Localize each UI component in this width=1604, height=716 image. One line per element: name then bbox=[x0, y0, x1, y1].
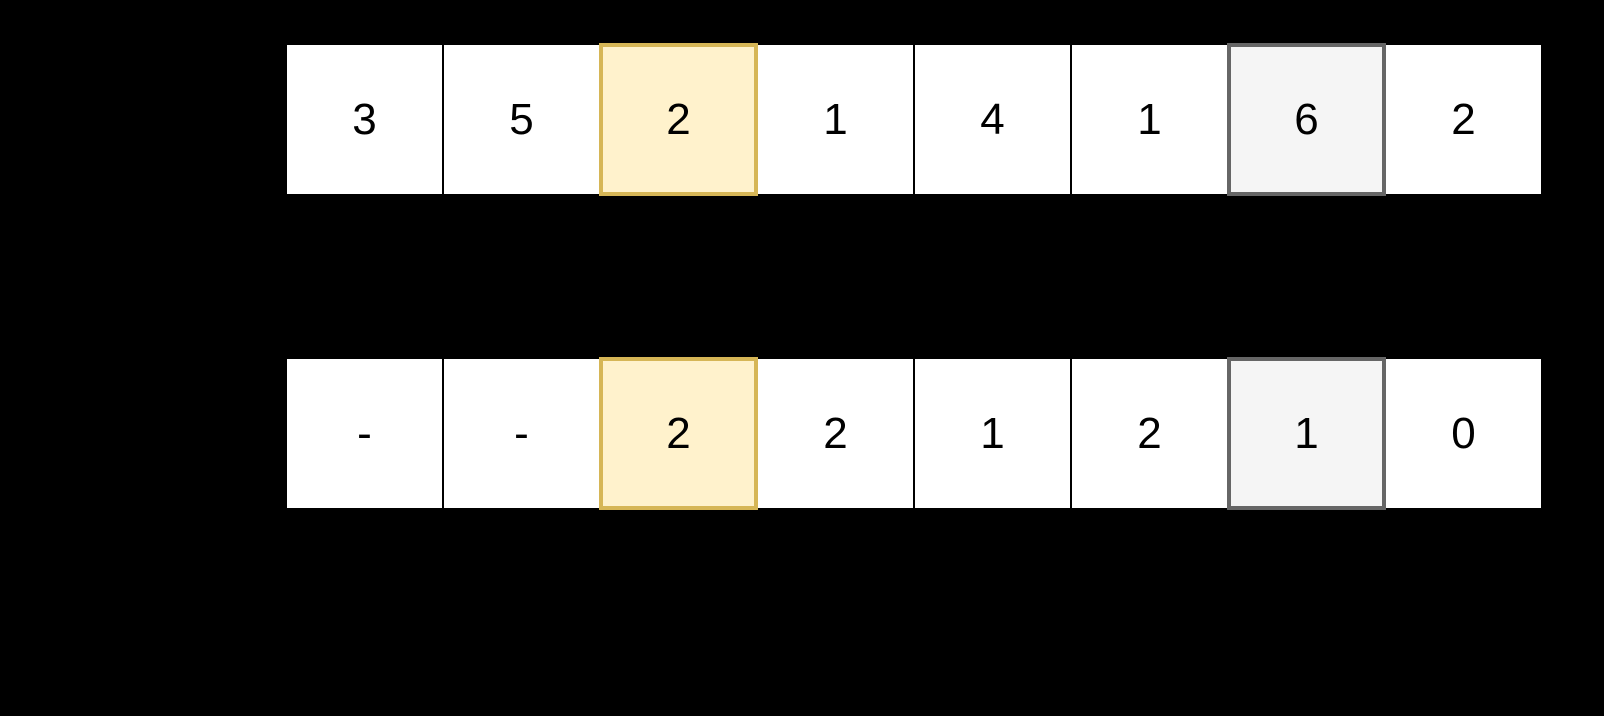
array-cell[interactable]: 3 bbox=[285, 43, 444, 196]
array-cell[interactable]: 1 bbox=[1070, 43, 1229, 196]
input-array-row: 3 5 2 1 4 1 6 2 bbox=[285, 43, 1543, 196]
array-cell-value: 1 bbox=[980, 408, 1005, 458]
array-cell-value: 1 bbox=[1137, 94, 1162, 144]
array-cell-value: 2 bbox=[666, 94, 691, 144]
array-cell[interactable]: - bbox=[285, 357, 444, 510]
array-cell-value: 1 bbox=[1294, 408, 1319, 458]
array-cell[interactable]: 2 bbox=[1384, 43, 1543, 196]
array-cell-value: 6 bbox=[1294, 94, 1319, 144]
array-cell-value: 2 bbox=[666, 408, 691, 458]
array-cell[interactable]: 1 bbox=[913, 357, 1072, 510]
array-cell[interactable]: 2 bbox=[599, 43, 758, 196]
array-cell[interactable]: 1 bbox=[1227, 357, 1386, 510]
output-array-row: - - 2 2 1 2 1 0 bbox=[285, 357, 1543, 510]
array-cell[interactable]: 0 bbox=[1384, 357, 1543, 510]
array-cell[interactable]: 5 bbox=[442, 43, 601, 196]
array-cell-value: 1 bbox=[823, 94, 848, 144]
array-cell-value: 5 bbox=[509, 94, 534, 144]
array-cell[interactable]: 2 bbox=[756, 357, 915, 510]
array-cell-value: 4 bbox=[980, 94, 1005, 144]
array-cell-value: - bbox=[514, 408, 529, 458]
array-cell-value: - bbox=[357, 408, 372, 458]
array-cell-value: 2 bbox=[1451, 94, 1476, 144]
array-cell-value: 2 bbox=[823, 408, 848, 458]
array-cell[interactable]: - bbox=[442, 357, 601, 510]
array-cell[interactable]: 2 bbox=[599, 357, 758, 510]
array-cell-value: 3 bbox=[352, 94, 377, 144]
array-cell[interactable]: 2 bbox=[1070, 357, 1229, 510]
array-cell[interactable]: 1 bbox=[756, 43, 915, 196]
array-cell-value: 2 bbox=[1137, 408, 1162, 458]
array-cell[interactable]: 4 bbox=[913, 43, 1072, 196]
array-cell[interactable]: 6 bbox=[1227, 43, 1386, 196]
array-cell-value: 0 bbox=[1451, 408, 1476, 458]
